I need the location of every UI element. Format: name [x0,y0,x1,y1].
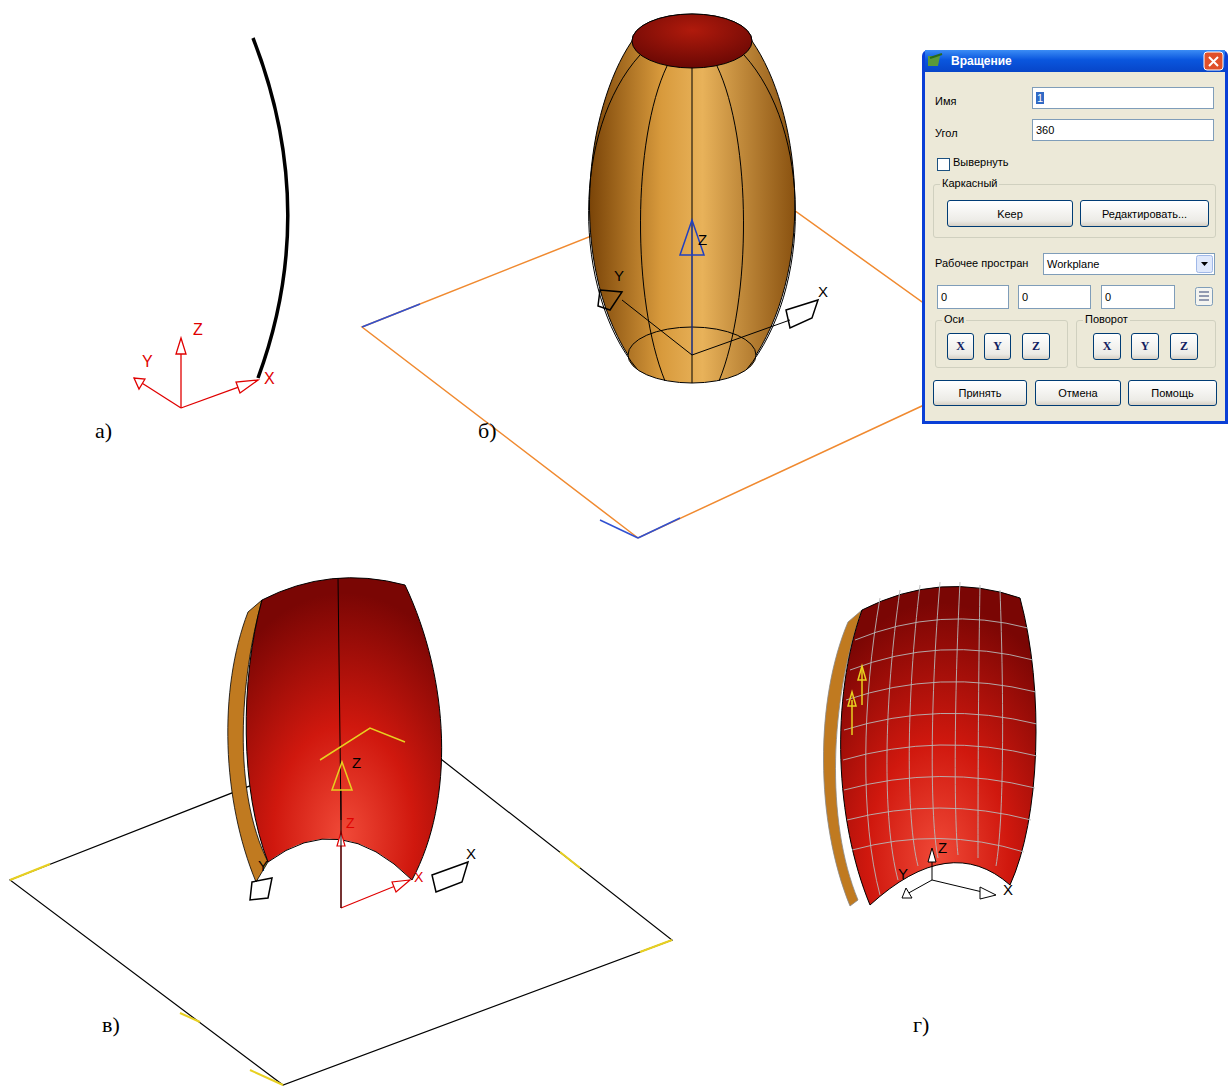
push-button: Редактировать... [1080,200,1209,227]
coordinate-field: 0 [1018,285,1091,309]
control-text: 0 [1022,291,1028,303]
rotate-button: X [1093,333,1121,360]
field-label: Угол [935,128,958,139]
axis-button: Y [984,333,1011,360]
subfigure-letter: б) [478,420,497,442]
push-button: Принять [933,380,1027,406]
dropdown: Workplane [1043,253,1215,275]
axis-label: X [414,870,423,884]
axis-label: Y [614,268,624,283]
control-text: Workplane [1047,258,1099,270]
group-heading: Оси [942,313,966,325]
control-text: Отмена [1058,387,1097,399]
name-field: 1 [1032,87,1214,109]
axis-label: Z [193,322,203,338]
axis-label: Z [698,232,707,247]
control-text: Z [1180,339,1188,354]
checkbox-label: Вывернуть [953,157,1009,168]
control-text: Y [1141,339,1150,354]
field-label: Имя [935,96,956,107]
control-text: Помощь [1151,387,1194,399]
axis-label: Y [142,354,153,370]
control-text: Принять [959,387,1002,399]
control-text: Z [1032,339,1040,354]
group-box: ОсиXYZ [935,320,1068,368]
axis-label: Z [938,840,947,855]
control-text: Y [993,339,1002,354]
axis-label: Y [898,866,908,881]
barrel-surface [589,14,818,383]
control-text: 360 [1036,124,1054,136]
control-text: Keep [997,208,1023,220]
half-barrel [228,578,468,908]
dropdown-arrow [1196,255,1213,273]
group-heading: Каркасный [940,177,999,189]
subfigure-letter: г) [913,1014,929,1036]
axis-button: Z [1022,333,1050,360]
control-text: 1 [1036,92,1044,104]
subfigure-letter: а) [95,420,112,442]
control-text: 0 [941,291,947,303]
coordinate-field: 0 [937,285,1009,309]
half-barrel-mesh [823,582,1037,906]
group-heading: Поворот [1083,313,1130,325]
axis-label: X [466,846,476,861]
axis-label: X [1003,882,1013,897]
field-label: Рабочее простран [935,258,1028,269]
control-text: X [1103,339,1112,354]
rotate-button: Y [1131,333,1159,360]
rotate-button: Z [1170,333,1198,360]
window-title: Вращение [925,50,1225,72]
control-text: X [956,339,965,354]
coordinate-field: 0 [1101,285,1175,309]
axis-label: Z [346,816,355,830]
control-text: Редактировать... [1102,208,1187,220]
subfigure-letter: в) [102,1014,120,1036]
group-box: ПоворотXYZ [1076,320,1216,368]
axis-label: X [264,371,275,387]
angle-field: 360 [1032,119,1214,141]
axis-label: Z [352,755,361,770]
axis-label: Y [258,858,268,873]
push-button: Keep [947,200,1073,227]
group-box: КаркасныйKeepРедактировать... [933,184,1216,238]
control-text: 0 [1105,291,1111,303]
axis-button: X [947,333,974,360]
push-button: Помощь [1128,380,1217,406]
axis-label: X [818,284,828,299]
profile-curve [134,38,288,408]
push-button: Отмена [1035,380,1121,406]
dialog-window: Вращение 1 360КаркасныйKeep Редактировать..… [922,50,1228,424]
